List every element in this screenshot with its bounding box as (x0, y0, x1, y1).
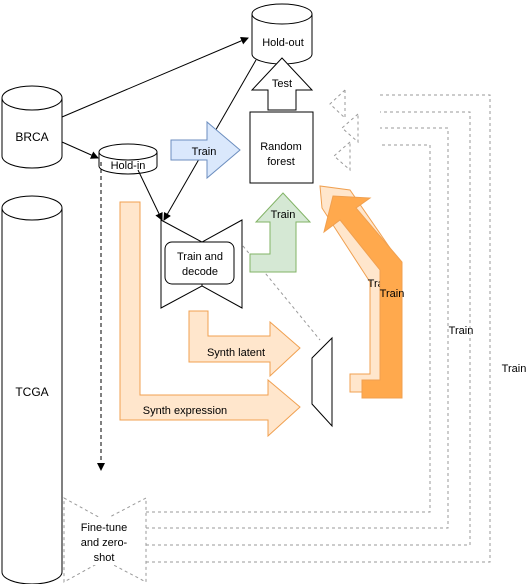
loop-arrowheads (329, 88, 359, 172)
random-forest-box: Random forest (249, 111, 314, 184)
train-blue-arrow: Train (170, 120, 241, 180)
train-decode-label-1: Train and (177, 251, 223, 263)
train-orange-dark-arrow: Train (323, 195, 405, 399)
brca-label: BRCA (15, 130, 48, 144)
train-loop-inner-label: Train (449, 325, 474, 337)
finetune-label-3: shot (94, 552, 115, 564)
test-arrow: Test (250, 57, 314, 111)
finetune-label-1: Fine-tune (81, 522, 127, 534)
tcga-cylinder: TCGA (1, 195, 63, 584)
train-decode-label-2: decode (182, 266, 218, 278)
train-loop-outer-label: Train (502, 363, 527, 375)
synth-expression-arrow: Synth expression (119, 201, 301, 438)
synth-expression-label: Synth expression (143, 405, 227, 417)
decoder-trapezoid (311, 336, 333, 428)
train-decode-block: Train and decode (160, 219, 243, 309)
train-green-label: Train (271, 209, 296, 221)
hold-out-label: Hold-out (262, 37, 304, 49)
random-forest-label-2: forest (267, 156, 295, 168)
synth-latent-arrow: Synth latent (188, 310, 301, 378)
train-blue-label: Train (192, 146, 217, 158)
finetune-label-2: and zero- (81, 537, 128, 549)
brca-cylinder: BRCA (1, 85, 63, 169)
hold-in-label: Hold-in (111, 160, 146, 172)
hold-in-cylinder: Hold-in (98, 143, 158, 175)
tcga-label: TCGA (15, 385, 48, 399)
random-forest-label-1: Random (260, 141, 302, 153)
train-orange-dark-label: Train (380, 288, 405, 300)
train-green-arrow: Train (249, 192, 312, 273)
finetune-block: Fine-tune and zero- shot (63, 497, 147, 583)
hold-out-cylinder: Hold-out (251, 3, 313, 65)
synth-latent-label: Synth latent (207, 347, 265, 359)
test-label: Test (272, 78, 292, 90)
